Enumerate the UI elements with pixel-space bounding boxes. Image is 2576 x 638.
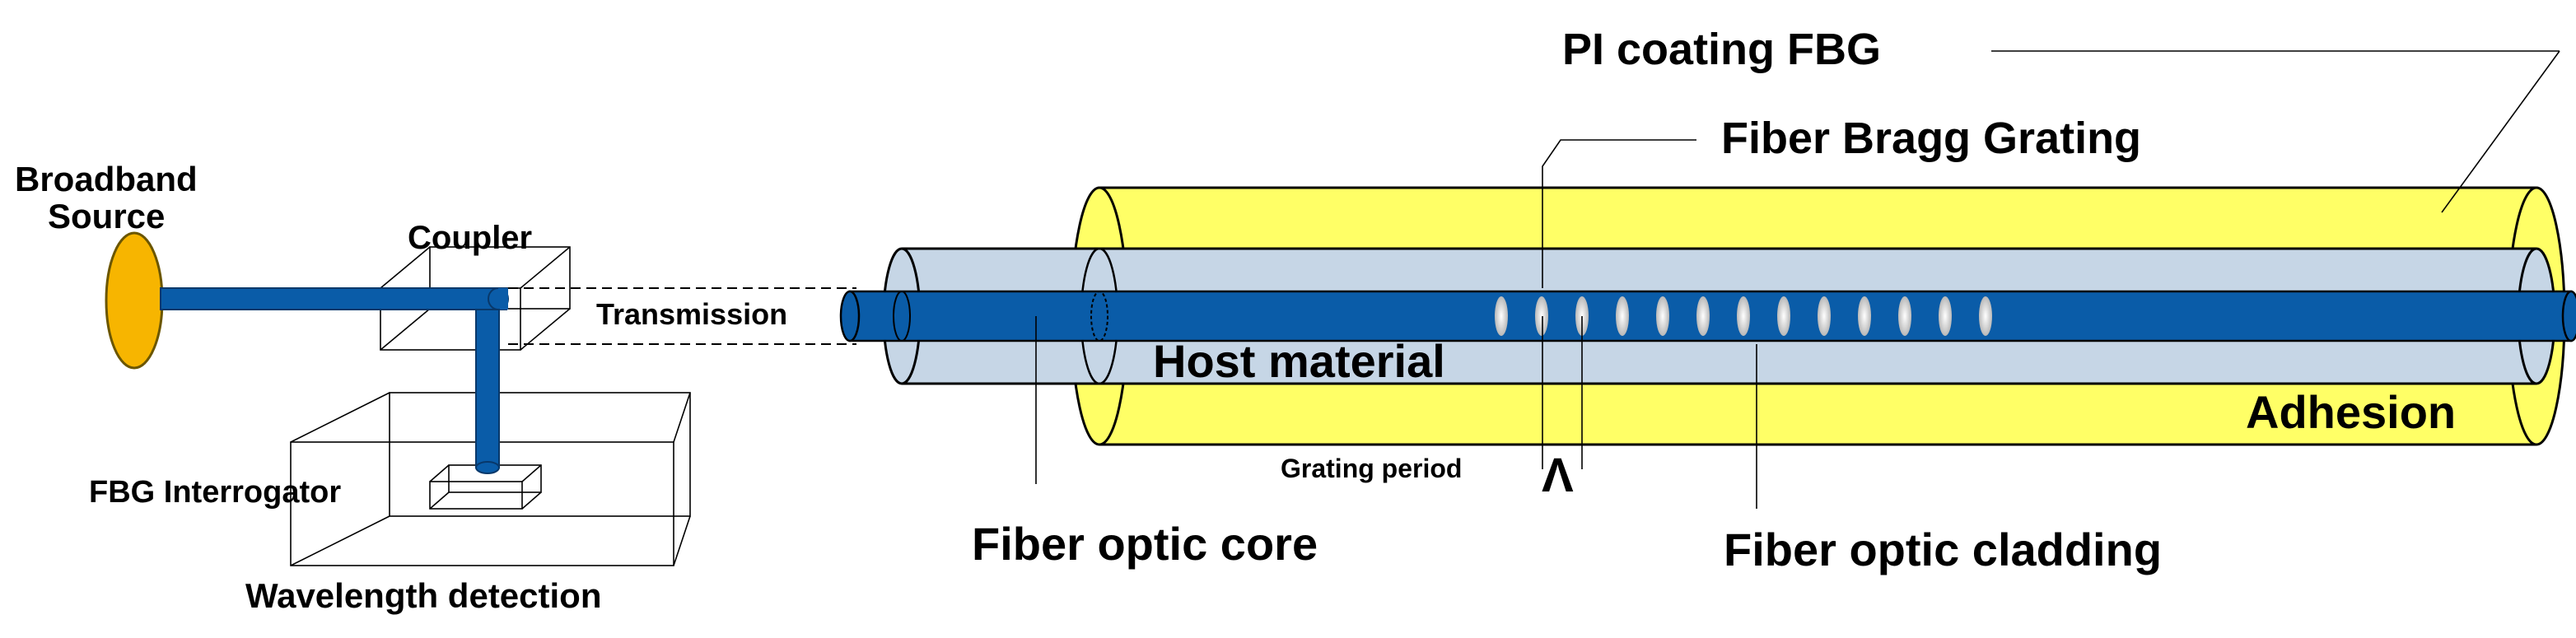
grating-mark: [1858, 296, 1871, 336]
bragg-grating-marks: [1495, 296, 1992, 336]
grating-mark: [1979, 296, 1992, 336]
grating-mark: [1818, 296, 1831, 336]
grating-mark: [1656, 296, 1669, 336]
cladding-label: Fiber optic cladding: [1724, 524, 2162, 575]
interrogator-fiber-end: [475, 461, 500, 474]
adhesion-label: Adhesion: [2246, 386, 2456, 438]
coupler-out-fiber: [498, 288, 508, 310]
grating-mark: [1898, 296, 1911, 336]
broadband-label-2: Source: [48, 197, 165, 235]
interrogator-box: [290, 392, 691, 566]
core-label: Fiber optic core: [972, 518, 1318, 570]
fiber-core: [839, 290, 2576, 342]
wavelength-detection-label: Wavelength detection: [245, 576, 602, 615]
transmission-dashed-lines: [508, 287, 856, 345]
bragg-grating-label: Fiber Bragg Grating: [1721, 114, 2141, 163]
grating-mark: [1616, 296, 1629, 336]
grating-mark: [1939, 296, 1952, 336]
source-fiber: [160, 287, 507, 310]
grating-period-label: Grating period: [1281, 454, 1462, 483]
interrogator-fiber: [475, 309, 500, 468]
leader-lines: [1035, 50, 2560, 509]
grating-mark: [1696, 296, 1710, 336]
grating-mark: [1535, 296, 1548, 336]
coupler-label: Coupler: [408, 220, 532, 256]
broadband-label-1: Broadband: [15, 160, 198, 198]
grating-mark: [1737, 296, 1750, 336]
pi-coating-label: PI coating FBG: [1562, 25, 1881, 74]
transmission-label: Transmission: [596, 297, 787, 331]
interrogator-label: FBG Interrogator: [89, 475, 341, 510]
grating-mark: [1495, 296, 1508, 336]
lambda-symbol: Λ: [1542, 449, 1574, 502]
grating-mark: [1777, 296, 1790, 336]
broadband-source-disc: [105, 231, 164, 370]
host-material-label: Host material: [1153, 335, 1445, 387]
